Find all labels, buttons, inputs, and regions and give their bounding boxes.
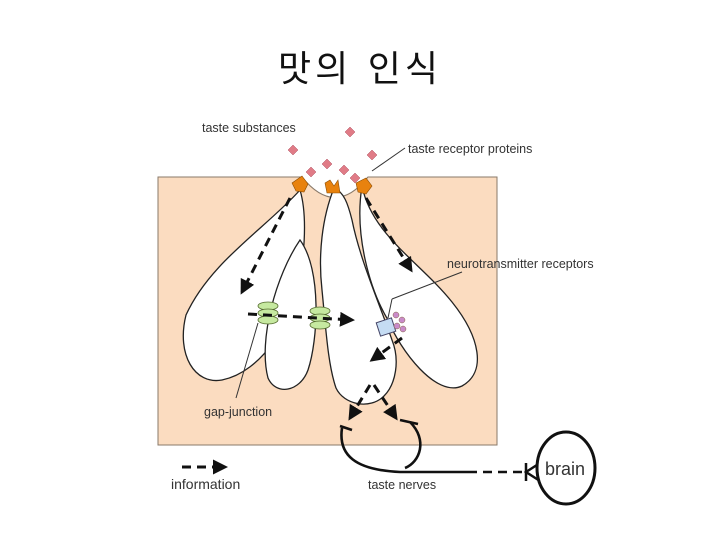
taste-receptor-proteins xyxy=(291,175,373,195)
label-gap-junction: gap-junction xyxy=(204,405,272,419)
slide-title: 맛의 인식 xyxy=(278,49,442,90)
legend: information xyxy=(171,459,240,492)
label-taste-receptor-proteins: taste receptor proteins xyxy=(408,142,532,156)
legend-information-label: information xyxy=(171,476,240,492)
label-taste-nerves: taste nerves xyxy=(368,478,436,492)
information-flow-arrows xyxy=(240,197,413,421)
label-leader-lines xyxy=(235,147,463,399)
supporting-cell xyxy=(264,238,317,390)
taste-substance-molecules xyxy=(287,126,378,184)
label-neurotransmitter-receptors: neurotransmitter receptors xyxy=(447,257,594,271)
label-taste-substances: taste substances xyxy=(202,121,296,135)
label-brain: brain xyxy=(545,459,585,479)
neurotransmitter-receptor-site xyxy=(375,311,407,337)
taste-nerves xyxy=(339,418,468,474)
brain-symbol xyxy=(523,430,597,506)
